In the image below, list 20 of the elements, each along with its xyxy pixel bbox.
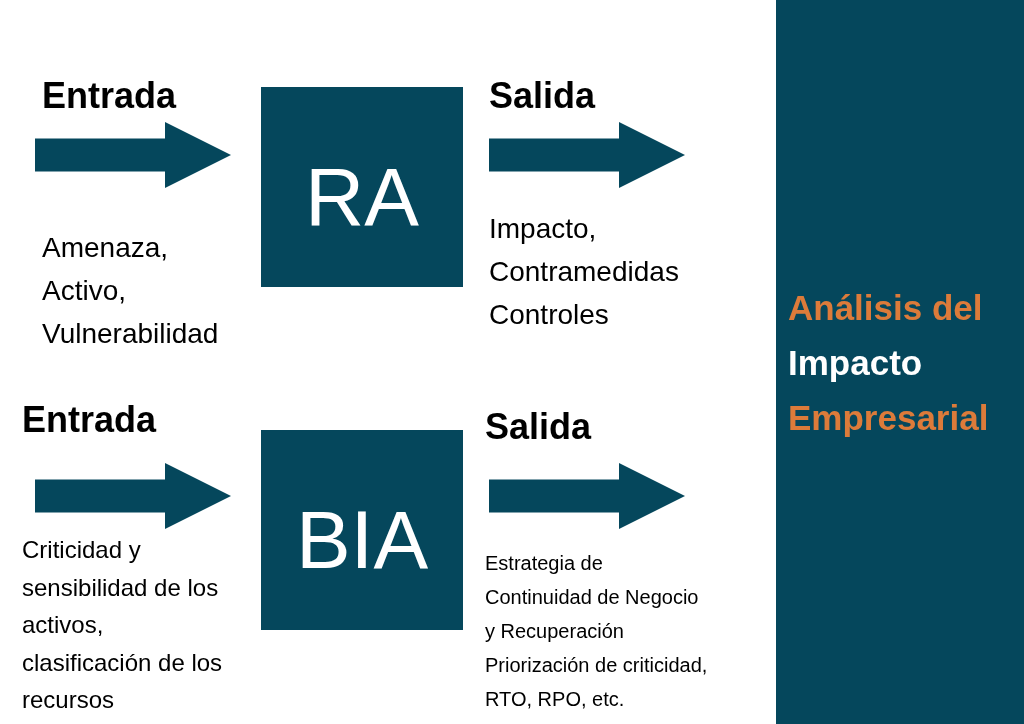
input-list: Amenaza, Activo, Vulnerabilidad (42, 226, 247, 355)
box-label: RA (305, 156, 419, 238)
panel-heading-line: Empresarial (788, 396, 990, 439)
panel-heading-line: Análisis del (788, 286, 984, 329)
side-panel (776, 0, 1024, 724)
box-label: BIA (295, 499, 429, 581)
output-list: Estrategia de Continuidad de Negocio y Recuperación Priorización de criticidad, RTO, RPO, etc. (485, 546, 710, 716)
block-arrow (35, 122, 231, 188)
output-heading: Salida (489, 74, 597, 117)
output-heading: Salida (485, 405, 593, 448)
input-list: Criticidad y sensibilidad de los activos, clasificación de los recursos (22, 531, 234, 719)
process-box (261, 430, 463, 630)
process-box (261, 87, 463, 287)
block-arrow (35, 463, 231, 529)
output-list: Impacto, Contramedidas Controles (489, 207, 709, 336)
input-heading: Entrada (22, 398, 158, 441)
block-arrow (489, 463, 685, 529)
panel-heading-line: Impacto (788, 341, 924, 384)
block-arrow (489, 122, 685, 188)
input-heading: Entrada (42, 74, 178, 117)
